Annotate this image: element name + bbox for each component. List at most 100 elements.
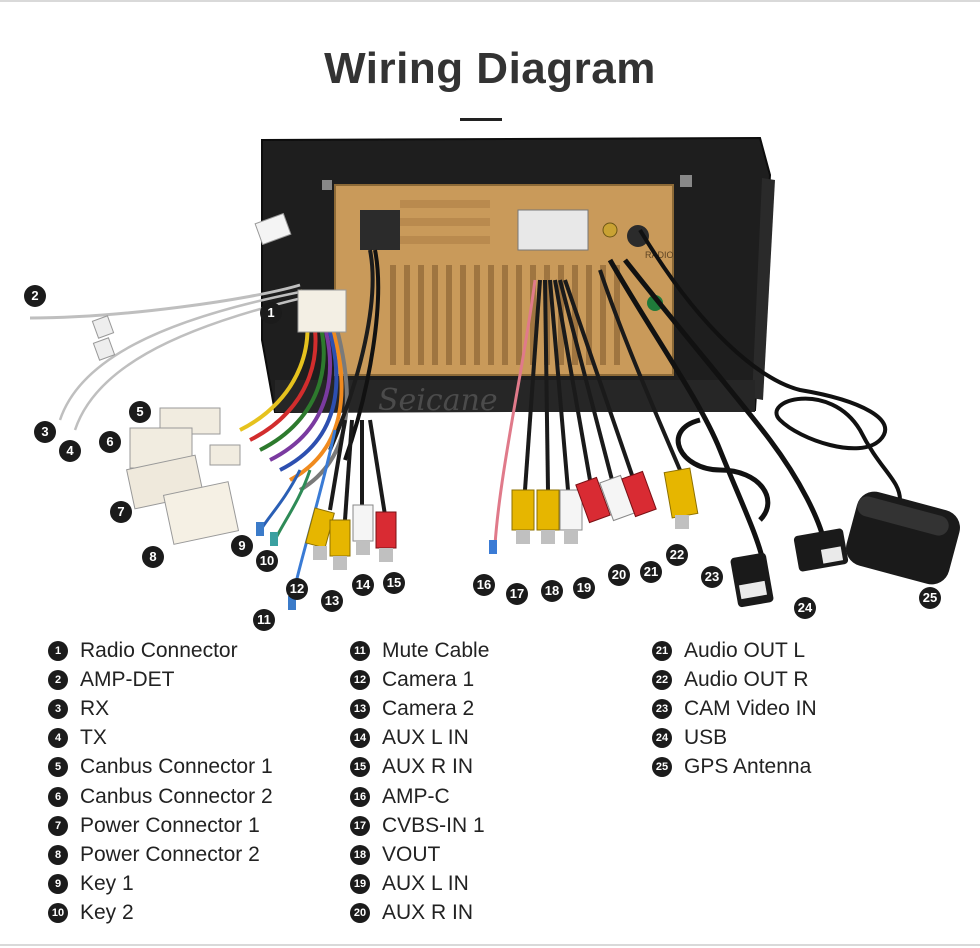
callout-8: 8 — [142, 546, 164, 568]
callout-13: 13 — [321, 590, 343, 612]
legend-label: GPS Antenna — [684, 755, 812, 779]
legend-number: 7 — [48, 815, 68, 836]
callout-10: 10 — [256, 550, 278, 572]
legend-number: 14 — [350, 728, 370, 749]
legend-label: Power Connector 1 — [80, 813, 260, 837]
callout-18: 18 — [541, 580, 563, 602]
legend-item: 1 Radio Connector — [48, 636, 273, 665]
callout-22: 22 — [666, 544, 688, 566]
legend-label: Radio Connector — [80, 638, 238, 662]
legend-item: 5 Canbus Connector 1 — [48, 753, 273, 782]
legend-item: 9 Key 1 — [48, 870, 273, 899]
legend-number: 13 — [350, 698, 370, 719]
legend-item: 22 Audio OUT R — [652, 665, 817, 694]
legend-number: 4 — [48, 728, 68, 749]
bottom-divider — [0, 944, 980, 946]
legend-item: 15 AUX R IN — [350, 753, 489, 782]
legend-number: 20 — [350, 903, 370, 924]
legend-number: 22 — [652, 669, 672, 690]
legend-label: Key 2 — [80, 901, 134, 925]
callout-12: 12 — [286, 578, 308, 600]
legend-number: 5 — [48, 757, 68, 778]
legend-item: 13 Camera 2 — [350, 694, 489, 723]
callout-9: 9 — [231, 535, 253, 557]
legend-number: 25 — [652, 757, 672, 778]
legend-label: AMP-DET — [80, 667, 175, 691]
callout-25: 25 — [919, 587, 941, 609]
legend-label: Mute Cable — [382, 638, 490, 662]
legend-item: 6 Canbus Connector 2 — [48, 782, 273, 811]
top-divider — [0, 0, 980, 2]
legend-number: 1 — [48, 640, 68, 661]
legend-item: 8 Power Connector 2 — [48, 840, 273, 869]
legend-label: Canbus Connector 1 — [80, 755, 273, 779]
legend-item: 23 CAM Video IN — [652, 694, 817, 723]
unit-label: RADIO — [645, 250, 674, 260]
legend-number: 3 — [48, 698, 68, 719]
callout-2: 2 — [24, 285, 46, 307]
legend-item: 17 CVBS-IN 1 — [350, 811, 489, 840]
legend-label: Power Connector 2 — [80, 842, 260, 866]
legend-number: 8 — [48, 844, 68, 865]
legend-number: 11 — [350, 640, 370, 661]
callout-5: 5 — [129, 401, 151, 423]
legend-label: AUX L IN — [382, 726, 469, 750]
legend-label: AUX R IN — [382, 755, 474, 779]
callout-20: 20 — [608, 564, 630, 586]
legend-label: Audio OUT L — [684, 638, 806, 662]
legend-number: 12 — [350, 669, 370, 690]
legend-item: 12 Camera 1 — [350, 665, 489, 694]
callout-17: 17 — [506, 583, 528, 605]
legend-label: RX — [80, 696, 110, 720]
legend-number: 17 — [350, 815, 370, 836]
callout-3: 3 — [34, 421, 56, 443]
legend-number: 6 — [48, 786, 68, 807]
callout-16: 16 — [473, 574, 495, 596]
legend-label: Camera 1 — [382, 667, 475, 691]
legend-label: VOUT — [382, 842, 441, 866]
legend-label: Canbus Connector 2 — [80, 784, 273, 808]
legend-item: 10 Key 2 — [48, 899, 273, 928]
callout-6: 6 — [99, 431, 121, 453]
legend-number: 9 — [48, 874, 68, 895]
legend-number: 23 — [652, 698, 672, 719]
legend-item: 3 RX — [48, 694, 273, 723]
callout-15: 15 — [383, 572, 405, 594]
legend-item: 7 Power Connector 1 — [48, 811, 273, 840]
legend-number: 19 — [350, 874, 370, 895]
legend-item: 11 Mute Cable — [350, 636, 489, 665]
legend-item: 19 AUX L IN — [350, 870, 489, 899]
legend-label: CAM Video IN — [684, 696, 817, 720]
legend-label: Key 1 — [80, 872, 134, 896]
legend-item: 16 AMP-C — [350, 782, 489, 811]
title-underline — [460, 118, 502, 121]
legend-label: USB — [684, 726, 728, 750]
legend-number: 16 — [350, 786, 370, 807]
callout-19: 19 — [573, 577, 595, 599]
legend-label: CVBS-IN 1 — [382, 813, 485, 837]
legend-label: AMP-C — [382, 784, 450, 808]
callout-4: 4 — [59, 440, 81, 462]
legend-item: 14 AUX L IN — [350, 724, 489, 753]
callout-14: 14 — [352, 574, 374, 596]
legend-number: 10 — [48, 903, 68, 924]
page-title: Wiring Diagram — [324, 44, 656, 93]
legend-label: Audio OUT R — [684, 667, 809, 691]
callout-23: 23 — [701, 566, 723, 588]
callout-11: 11 — [253, 609, 275, 631]
legend-number: 2 — [48, 669, 68, 690]
callout-1: 1 — [260, 302, 282, 324]
callout-24: 24 — [794, 597, 816, 619]
legend-label: Camera 2 — [382, 696, 475, 720]
wiring-illustration: RADIO Seicane — [29, 136, 960, 610]
legend-number: 15 — [350, 757, 370, 778]
legend-label: AUX R IN — [382, 901, 474, 925]
legend-label: AUX L IN — [382, 872, 469, 896]
